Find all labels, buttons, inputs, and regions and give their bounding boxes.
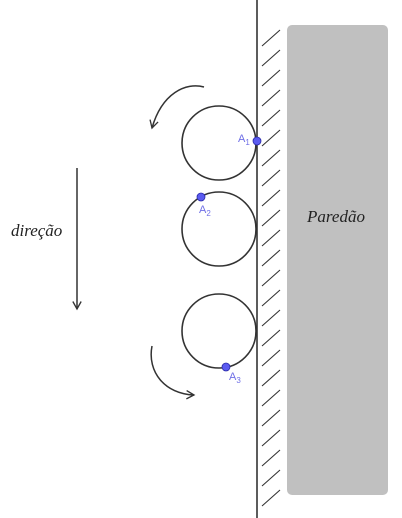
rotation-arrow-top — [149, 85, 205, 130]
hatch-mark — [261, 189, 281, 207]
wheel-bottom — [181, 293, 257, 369]
wall-label: Paredão — [306, 207, 365, 226]
point-a1 — [252, 136, 262, 146]
hatch-mark — [261, 369, 281, 387]
direction-label: direção — [11, 221, 62, 240]
rotation-arrow-bottom — [150, 345, 196, 400]
hatch-mark — [261, 29, 281, 47]
hatch-mark — [261, 169, 281, 187]
wheel-middle — [181, 191, 257, 267]
hatch-mark — [261, 209, 281, 227]
hatch-mark — [261, 129, 281, 147]
hatch-mark — [261, 309, 281, 327]
hatch-mark — [261, 469, 281, 487]
hatch-mark — [261, 89, 281, 107]
hatch-mark — [261, 269, 281, 287]
point-a2-label: A2 — [199, 204, 211, 218]
hatch-mark — [261, 389, 281, 407]
hatch-mark — [261, 409, 281, 427]
point-a3 — [221, 362, 231, 372]
hatch-mark — [261, 489, 281, 507]
hatch-mark — [261, 229, 281, 247]
hatch-mark — [261, 329, 281, 347]
hatch-mark — [261, 149, 281, 167]
point-a2 — [196, 192, 206, 202]
hatch-mark — [261, 349, 281, 367]
hatch-mark — [261, 289, 281, 307]
hatch-mark — [261, 429, 281, 447]
hatch-mark — [261, 69, 281, 87]
hatch-mark — [261, 109, 281, 127]
point-a3-label: A3 — [229, 371, 241, 385]
hatch-mark — [261, 449, 281, 467]
hatch-mark — [261, 249, 281, 267]
hatch-mark — [261, 49, 281, 67]
wall-hatching — [261, 29, 281, 507]
wall-block — [287, 25, 388, 495]
point-a1-label: A1 — [238, 133, 250, 147]
